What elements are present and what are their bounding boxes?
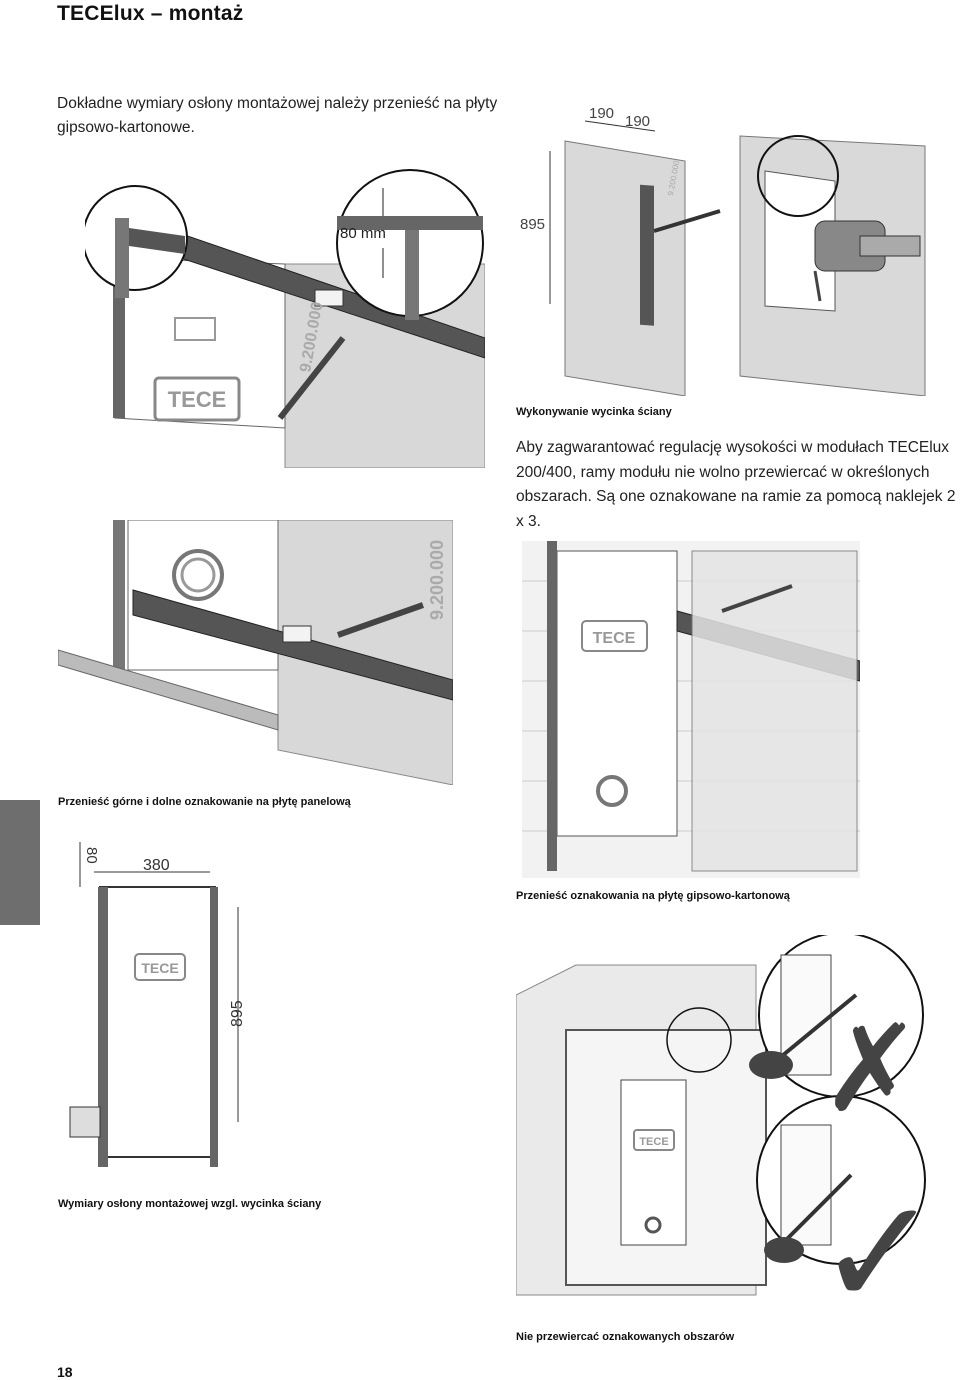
dim-80: 80: [83, 847, 100, 864]
tece-logo-small: TECE: [639, 1136, 668, 1148]
figure-wall-installation: TECE: [522, 541, 860, 878]
figure-dimensions: 80 380 TECE 895: [69, 842, 246, 1167]
tece-logo: TECE: [168, 387, 227, 412]
caption-cutout: Wykonywanie wycinka ściany: [516, 406, 672, 418]
figure-no-drilling: TECE ✗ ✓: [516, 935, 942, 1310]
body-paragraph: Aby zagwarantować regulację wysokości w …: [516, 439, 956, 530]
section-tab: [0, 800, 40, 925]
dim-right-190: 190: [625, 113, 650, 130]
caption-dimensions: Wymiary osłony montażowej wzgl. wycinka …: [58, 1198, 322, 1210]
tece-logo-wall: TECE: [593, 630, 636, 647]
page-number: 18: [57, 1364, 73, 1380]
dim-895: 895: [229, 1000, 246, 1027]
figure-frame-marking-top: TECE 9.200.000 80 mm: [85, 169, 485, 468]
intro-paragraph: Dokładne wymiary osłony montażowej należ…: [57, 95, 498, 136]
caption-no-drilling: Nie przewiercać oznakowanych obszarów: [516, 1331, 735, 1343]
tece-logo-dim: TECE: [141, 960, 178, 976]
figure-frame-marking-bottom: 9.200.000: [58, 520, 453, 785]
callout-80mm: 80 mm: [340, 225, 386, 242]
cross-mark-icon: ✗: [821, 1000, 922, 1139]
figure-wall-cutout: 9.200.000 895 190 190: [520, 105, 926, 396]
caption-transfer-marking: Przenieść górne i dolne oznakowanie na p…: [58, 796, 351, 808]
page-title: TECElux – montaż: [57, 2, 244, 25]
check-mark-icon: ✓: [816, 1167, 942, 1310]
dim-380: 380: [143, 857, 170, 874]
label-strip-bottom: 9.200.000: [427, 540, 447, 620]
dim-left-190: 190: [589, 105, 614, 122]
dim-height: 895: [520, 216, 545, 233]
caption-transfer-drywall: Przenieść oznakowania na płytę gipsowo-k…: [516, 890, 790, 902]
